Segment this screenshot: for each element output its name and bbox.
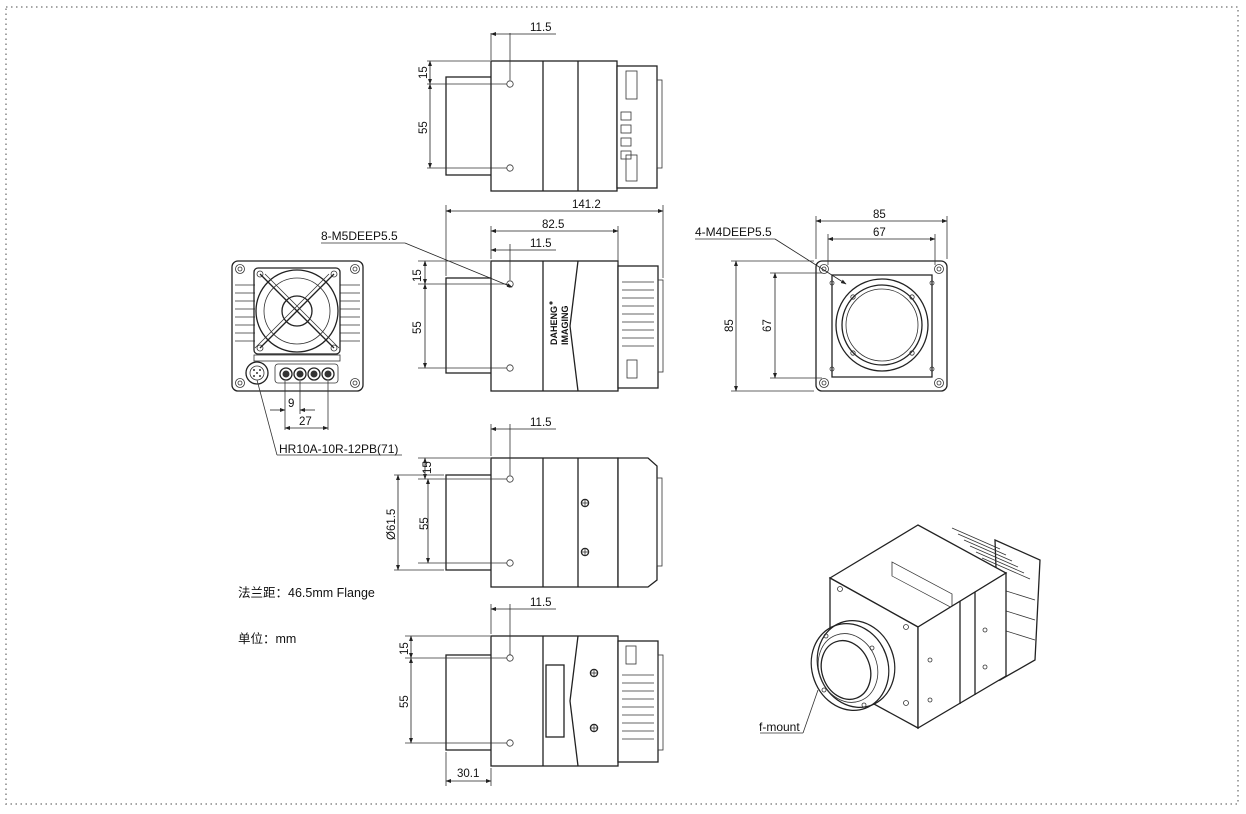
unit-note: 单位：mm [238,631,296,646]
top-dim-offset: 11.5 [530,22,552,34]
connector-panel [245,361,339,385]
dotted-border [5,6,1239,805]
top-dim-height: 55 [418,121,430,134]
back-view: 9 27 HR10A-10R-12PB(71) [231,260,402,456]
front-dim-inner: 67 [873,227,886,239]
flange-note: 法兰距：46.5mm Flange [238,586,375,600]
top-dim-upper: 15 [418,66,430,79]
side-dim-height: 55 [412,321,424,334]
brand-logo-line1: DAHENG [549,306,559,345]
side-dim-upper: 15 [412,269,424,282]
bottom-dim-offset: 11.5 [530,417,552,429]
fan [253,267,341,355]
lower-view: 11.5 15 55 30.1 [399,597,664,786]
connector-label: HR10A-10R-12PB(71) [279,442,398,456]
side-heatsink-fins [622,281,654,347]
side-dim-body: 82.5 [542,219,564,231]
lower-dim-mount: 30.1 [457,768,479,780]
front-view: 85 67 85 67 4-M4DEEP5.5 [695,209,948,392]
brand-logo-line2: IMAGING [560,306,570,346]
side-view: DAHENG IMAGING 141.2 82.5 11.5 15 55 8-M… [321,199,664,392]
top-view: 11.5 15 55 [418,22,663,192]
side-dim-offset: 11.5 [530,238,552,250]
lower-dim-upper: 15 [399,642,411,655]
lower-dim-offset: 11.5 [530,597,552,609]
front-dim-inner-v: 67 [762,319,774,332]
iso-side-face [917,571,1007,730]
side-dim-total: 141.2 [572,199,601,211]
back-side-fins [235,284,360,342]
front-hole-label: 4-M4DEEP5.5 [695,225,772,239]
back-dim-b: 27 [299,416,312,428]
bottom-view: 11.5 15 55 Ø61.5 [386,417,663,588]
lower-heatsink-fins [622,674,654,740]
side-hole-label: 8-M5DEEP5.5 [321,229,398,243]
lower-dim-height: 55 [399,695,411,708]
front-dim-outer: 85 [873,209,886,221]
front-dim-outer-v: 85 [724,319,736,332]
mount-label: f-mount [759,720,800,734]
back-dim-a: 9 [288,398,294,410]
bottom-dim-height: 55 [419,517,431,530]
isometric-view: f-mount [759,524,1041,734]
bottom-dim-diameter: Ø61.5 [386,509,398,540]
lens-mount [835,278,929,372]
iso-lens-mount [810,620,896,711]
bottom-dim-upper: 15 [422,461,434,474]
